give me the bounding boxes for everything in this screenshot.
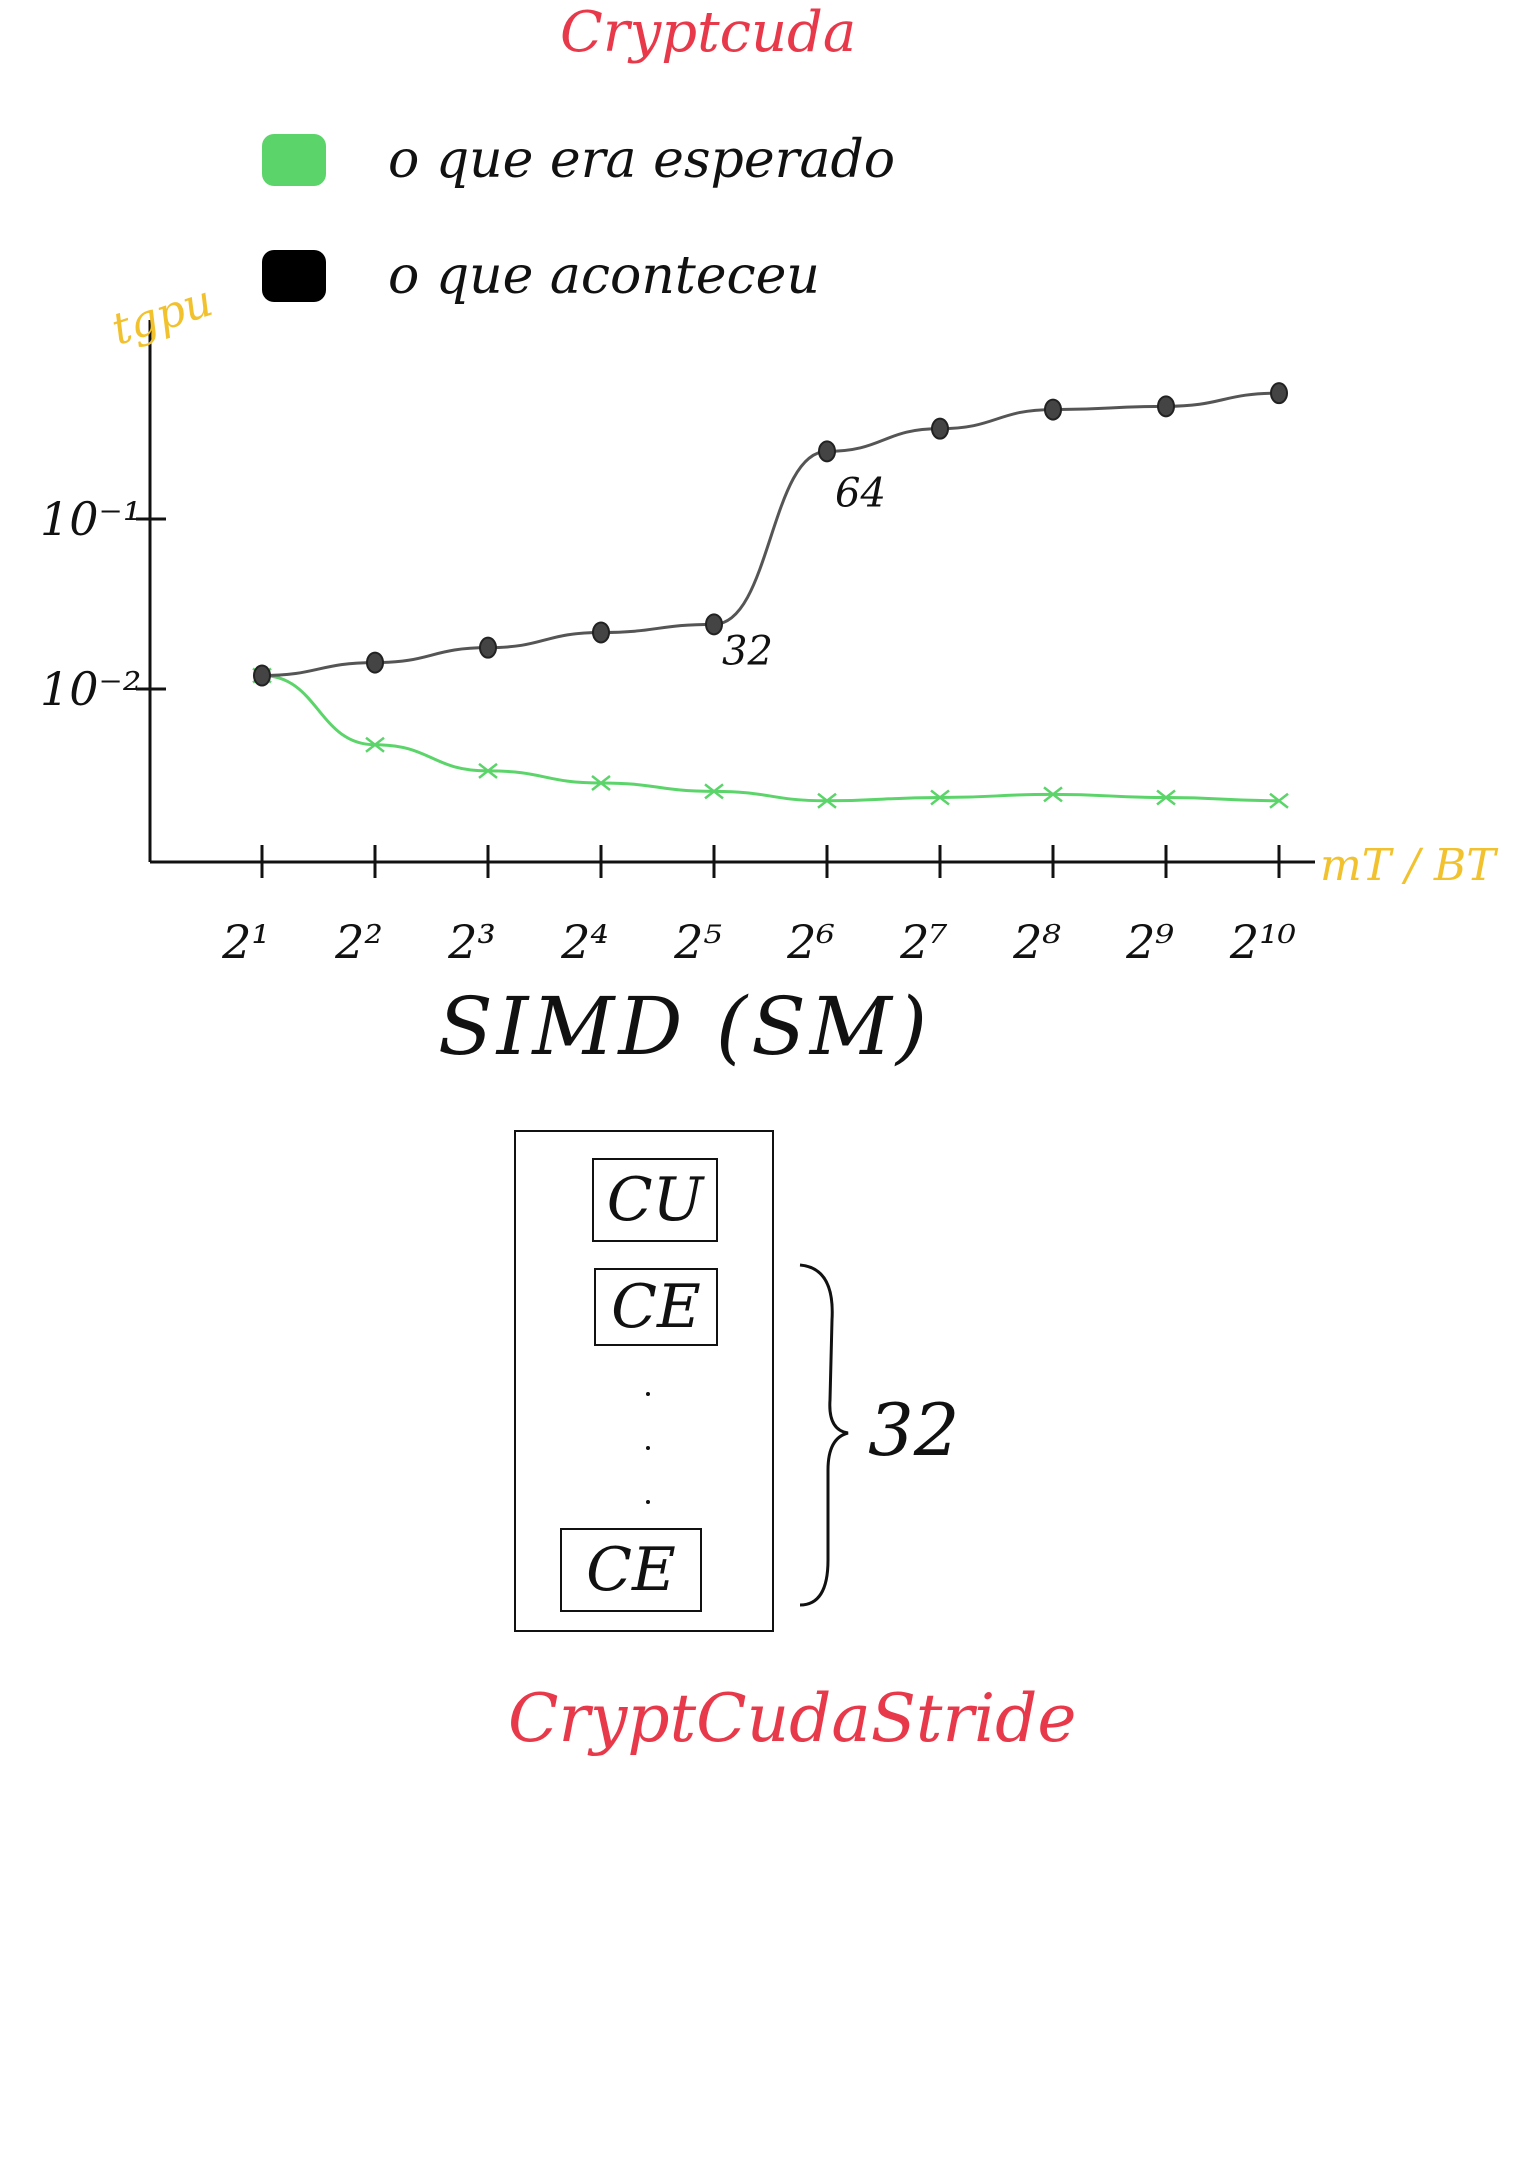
data-point-expected (817, 792, 837, 809)
x-axis-label: mT / BT (1320, 840, 1499, 891)
data-point-actual (479, 636, 497, 659)
data-point-actual (931, 417, 949, 440)
series-line (260, 674, 1281, 803)
data-point-expected (930, 789, 950, 806)
data-point-actual (253, 664, 271, 687)
ellipsis-dot (646, 1500, 650, 1504)
annotation-label: 64 (835, 470, 886, 516)
legend-swatch-expected (262, 134, 326, 186)
x-tick-label: 2³ (447, 915, 496, 960)
y-tick-label: 10⁻² (40, 662, 141, 716)
data-point-actual (1270, 382, 1288, 405)
data-point-expected (478, 762, 498, 779)
page-title: Cryptcuda (560, 0, 857, 65)
data-point-actual (1044, 398, 1062, 421)
data-point-expected (1269, 792, 1289, 809)
data-point-actual (366, 651, 384, 674)
legend-swatch-actual (262, 250, 326, 302)
x-tick-label: 2⁹ (1125, 915, 1174, 960)
y-axis-label: tgpu (106, 275, 219, 355)
cu-box: CU (592, 1158, 718, 1242)
ellipsis-dot (646, 1392, 650, 1396)
data-point-actual (592, 621, 610, 644)
sm-block: CU CE CE (514, 1130, 774, 1632)
legend-item-actual: o que aconteceu (262, 246, 820, 306)
legend-label-expected: o que era esperado (388, 130, 896, 190)
simd-title: SIMD (SM) (438, 980, 932, 1073)
data-point-expected (1156, 789, 1176, 806)
data-point-expected (365, 736, 385, 753)
legend-item-expected: o que era esperado (262, 130, 895, 190)
annotation-label: 32 (722, 628, 773, 674)
x-tick-label: 2⁵ (673, 915, 722, 960)
x-tick-label: 2¹ (221, 915, 270, 960)
x-tick-label: 2² (334, 915, 383, 960)
legend-label-actual: o que aconteceu (388, 246, 820, 306)
x-tick-label: 2⁸ (1012, 915, 1061, 960)
data-point-actual (1157, 395, 1175, 418)
x-tick-label: 2⁶ (786, 915, 835, 960)
y-tick-label: 10⁻¹ (40, 492, 141, 546)
count-label: 32 (868, 1388, 960, 1472)
series-line (260, 391, 1281, 678)
data-point-expected (704, 783, 724, 800)
performance-chart: tgpu mT / BT 10⁻¹ 10⁻² 2¹ 2² 2³ 2⁴ 2⁵ 2⁶ 2⁷ 2⁸ 2⁹… (40, 275, 1499, 960)
data-point-actual (818, 440, 836, 463)
data-point-expected (1043, 786, 1063, 803)
x-tick-label: 2⁷ (899, 915, 948, 960)
page-subtitle: CryptCudaStride (508, 1680, 1077, 1757)
x-tick-label: 2⁴ (560, 915, 609, 960)
data-point-actual (705, 613, 723, 636)
ce-box-first: CE (594, 1268, 718, 1346)
ce-box-last: CE (560, 1528, 702, 1612)
data-point-expected (591, 774, 611, 791)
ellipsis-dot (646, 1446, 650, 1450)
x-tick-label: 2¹⁰ (1229, 915, 1296, 960)
right-brace (799, 1263, 849, 1607)
